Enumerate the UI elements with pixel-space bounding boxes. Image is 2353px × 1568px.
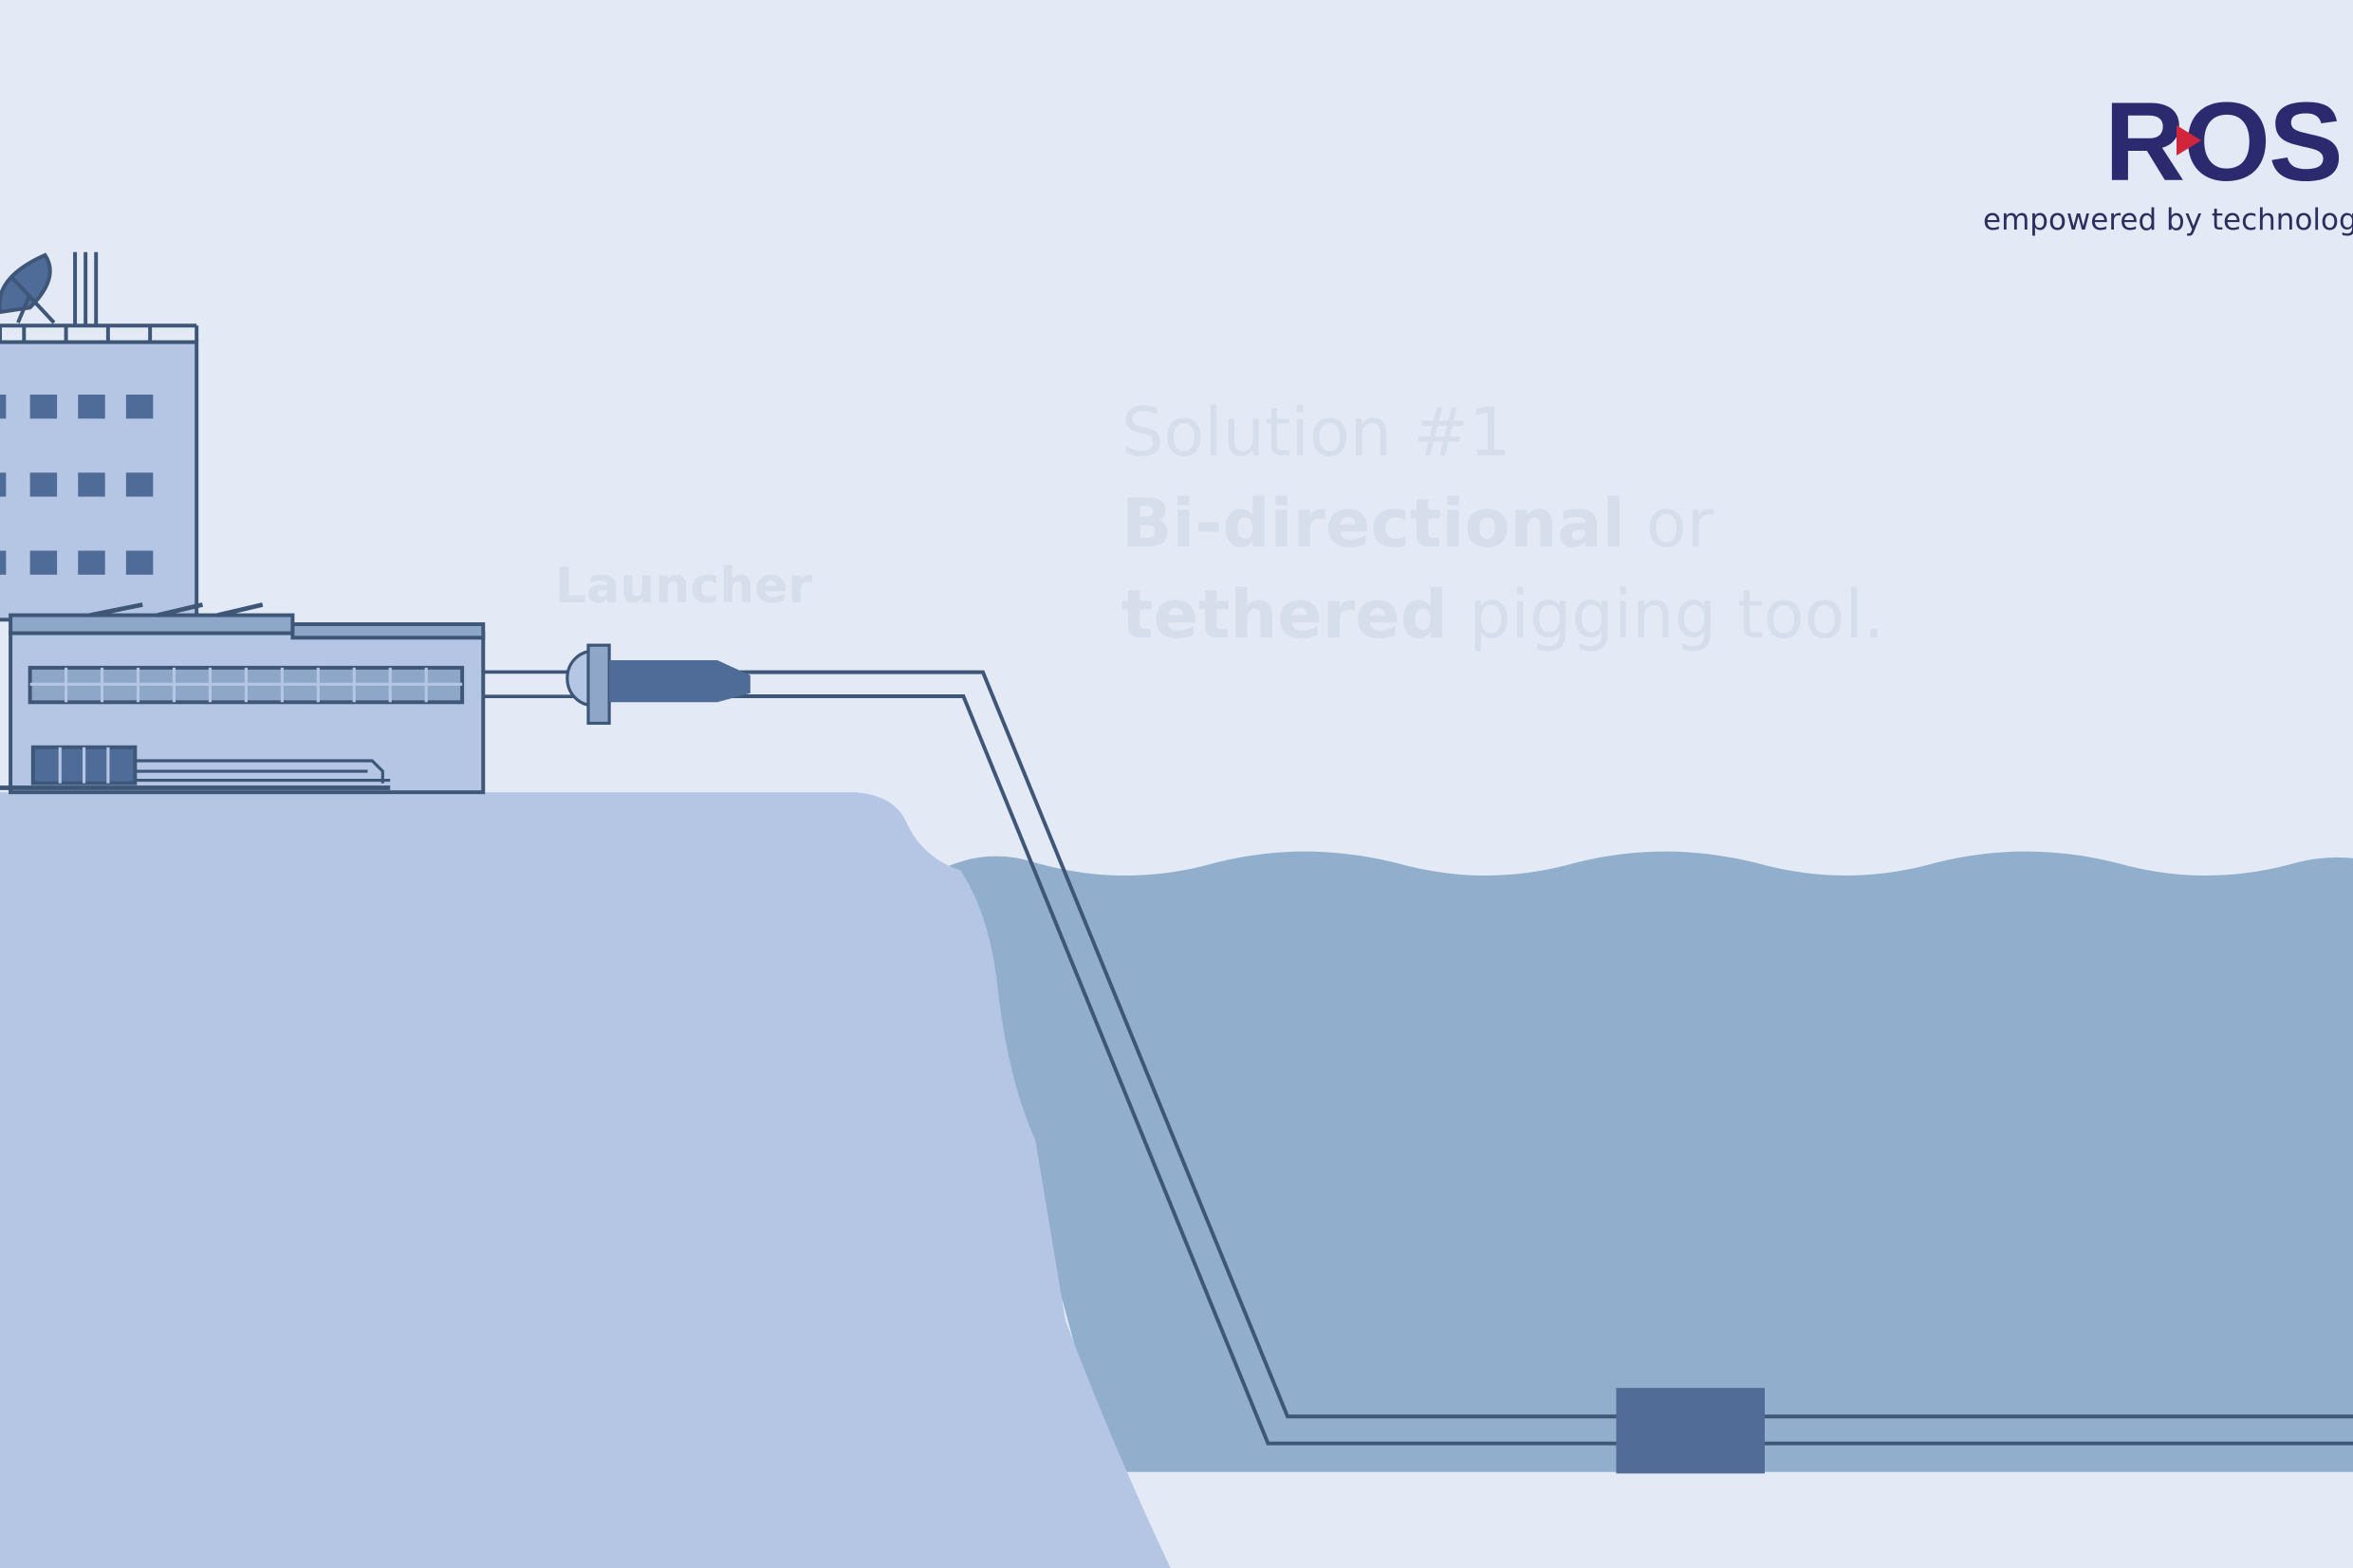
pipe-inner [483, 673, 574, 695]
launcher [565, 643, 750, 726]
cliff [0, 792, 1171, 1568]
subsea-valve-block [1616, 1388, 1765, 1474]
plant-building [0, 602, 486, 795]
sea [945, 851, 2353, 1479]
solution-caption: Solution #1 Bi-directional or tethered p… [1121, 387, 1884, 660]
brand-logo: ROS [2104, 83, 2353, 188]
seabed [1122, 1471, 2353, 1568]
play-triangle-icon [2177, 125, 2201, 156]
caption-line-2: Bi-directional or [1121, 478, 1884, 569]
pigging-tool-icon [609, 660, 750, 703]
caption-text-pigging-tool: pigging tool. [1447, 576, 1885, 654]
satellite-dish-icon [0, 252, 56, 324]
caption-text-or: or [1624, 485, 1714, 563]
caption-line-3: tethered pigging tool. [1121, 569, 1884, 660]
office-tower [0, 251, 199, 622]
caption-line-1: Solution #1 [1121, 394, 1511, 471]
launcher-label: Launcher [555, 558, 813, 615]
logo-tagline: empowered by technology [1983, 203, 2353, 237]
logo-wordmark: ROS [2104, 83, 2344, 188]
caption-bold-bidirectional: Bi-directional [1121, 485, 1625, 563]
caption-bold-tethered: tethered [1121, 576, 1448, 654]
